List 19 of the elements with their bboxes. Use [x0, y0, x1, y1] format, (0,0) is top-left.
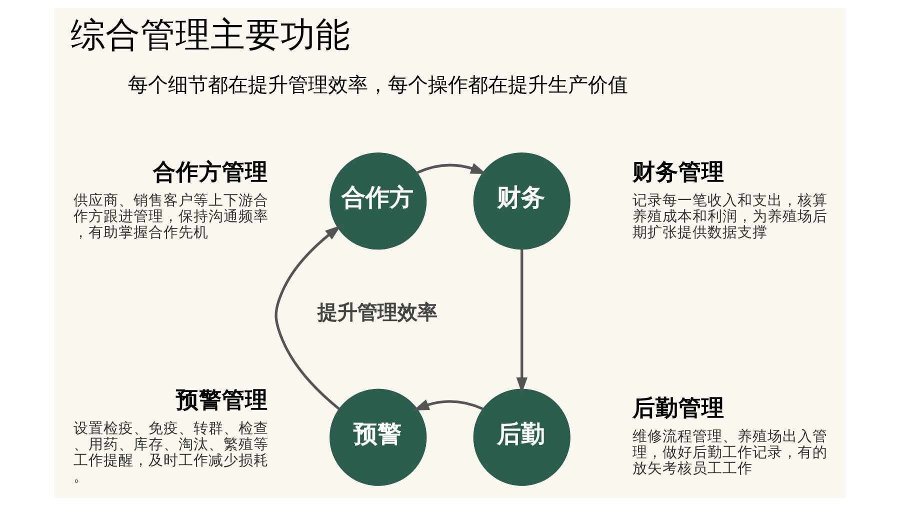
label: 每个细节都在提升管理效率，每个操作都在提升生产价值 — [128, 72, 628, 96]
diagram-title: 综合管理主要功能 — [70, 15, 350, 56]
arrow — [274, 225, 342, 410]
node-label: 维修流程管理、养殖场出入管理，做好后勤工作记录，有的放矢考核员工工作 — [632, 428, 828, 478]
node-circle: 预警 — [330, 388, 427, 486]
node-label: 记录每一笔收入和支出，核算养殖成本和利润，为养殖场后期扩张提供数据支撑 — [632, 192, 828, 241]
label: 提升管理效率 — [318, 300, 438, 324]
node-label: 合作方管理 — [153, 159, 268, 186]
node-circle: 合作方 — [330, 152, 427, 250]
arrow — [516, 249, 528, 394]
node-circle: 后勤 — [473, 388, 570, 486]
node-label: 设置检疫、免疫、转群、检查、用药、库存、淘汰、繁殖等工作提醒，及时工作减少损耗。 — [73, 420, 268, 486]
node-label: 预警管理 — [176, 388, 268, 414]
arrow — [413, 400, 484, 411]
node-label: 供应商、销售客户等上下游合作方跟进管理，保持沟通频率，有助掌握合作先机 — [73, 192, 268, 241]
node-label: 后勤管理 — [632, 396, 724, 422]
arrow — [416, 163, 487, 174]
node-circle: 财务 — [473, 152, 570, 250]
node-label: 财务管理 — [632, 159, 724, 186]
